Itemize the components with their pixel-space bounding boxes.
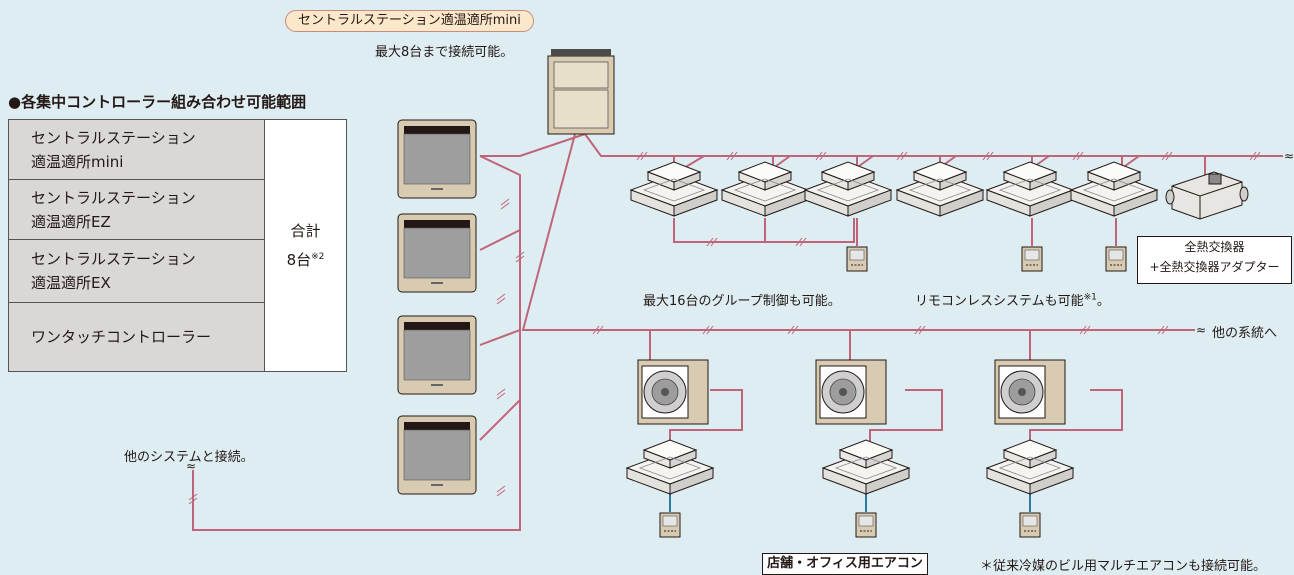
svg-text:≈: ≈ bbox=[186, 459, 196, 473]
combo-total-label: 合計 bbox=[290, 222, 321, 240]
group-control-note: 最大16台のグループ制御も可能。 bbox=[643, 294, 841, 309]
station-mini-label: セントラルステーション適温適所mini bbox=[285, 10, 534, 32]
combo-item-one-touch: ワンタッチコントローラー bbox=[8, 302, 265, 372]
combo-count: 8台 bbox=[286, 251, 312, 269]
svg-text:≈: ≈ bbox=[1196, 323, 1206, 337]
max-connect-note: 最大8台まで接続可能。 bbox=[375, 45, 514, 60]
svg-text:≈: ≈ bbox=[1284, 149, 1294, 163]
heat-exchanger-box: 全熱交換器 +全熱交換器アダプター bbox=[1137, 236, 1292, 284]
legacy-note: ＊従来冷媒のビル用マルチエアコンも接続可能。 bbox=[980, 559, 1267, 574]
other-systems-note: 他の系統へ bbox=[1212, 326, 1278, 341]
combo-total-cell: 合計 8台※2 bbox=[264, 119, 347, 372]
other-system-connect-note: 他のシステムと接続。 bbox=[124, 450, 254, 465]
remoteless-note: リモコンレスシステムも可能※1。 bbox=[915, 292, 1110, 309]
combo-note-mark: ※2 bbox=[311, 252, 325, 262]
combo-table: セントラルステーション 適温適所mini 合計 8台※2 セントラルステーション… bbox=[8, 119, 347, 372]
combo-item-ex: セントラルステーション 適温適所EX bbox=[8, 239, 265, 303]
combo-item-ez: セントラルステーション 適温適所EZ bbox=[8, 179, 265, 240]
combo-item-mini: セントラルステーション 適温適所mini bbox=[8, 119, 265, 180]
combo-heading: ●各集中コントローラー組み合わせ可能範囲 bbox=[8, 93, 307, 111]
